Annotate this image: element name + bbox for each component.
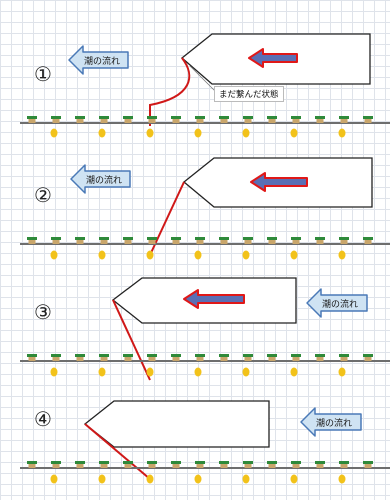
buoy-icon [195, 475, 202, 484]
step-panel-2: ② 潮の流れ [0, 125, 390, 250]
float-icon [27, 461, 37, 468]
float-icon [219, 461, 229, 468]
float-icon [27, 116, 37, 123]
float-icon [363, 354, 373, 361]
float-icon [27, 354, 37, 361]
net-line [20, 461, 390, 468]
step-panel-4: ④ 潮の流れ [0, 375, 390, 500]
float-icon [339, 461, 349, 468]
buoy-icon [339, 475, 346, 484]
callout-label: まだ繋んだ状態 [214, 86, 284, 102]
step-4-illustration [0, 375, 390, 500]
float-icon [99, 237, 109, 244]
tide-label: 潮の流れ [84, 54, 120, 67]
step-panel-3: ③ 潮の流れ [0, 250, 390, 375]
float-icon [315, 461, 325, 468]
step-3-illustration [0, 250, 390, 375]
float-icon [99, 116, 109, 123]
float-icon [147, 116, 157, 123]
float-icon [291, 116, 301, 123]
float-icon [147, 354, 157, 361]
buoy-icon [291, 475, 298, 484]
float-icon [195, 116, 205, 123]
float-icon [315, 116, 325, 123]
buoy-row [51, 475, 346, 484]
tide-label: 潮の流れ [316, 416, 352, 429]
float-icon [147, 237, 157, 244]
float-icon [219, 116, 229, 123]
float-icon [243, 116, 253, 123]
float-icon [315, 237, 325, 244]
float-icon [27, 237, 37, 244]
step-number: ② [34, 183, 52, 207]
float-icon [339, 354, 349, 361]
net-line [20, 354, 390, 361]
step-number: ① [34, 62, 52, 86]
buoy-icon [147, 475, 154, 484]
float-icon [123, 354, 133, 361]
float-icon [219, 237, 229, 244]
step-number: ④ [34, 407, 52, 431]
float-icon [123, 116, 133, 123]
float-icon [171, 354, 181, 361]
float-icon [195, 237, 205, 244]
buoy-icon [51, 475, 58, 484]
float-icon [75, 237, 85, 244]
anchor-rope [150, 58, 189, 126]
float-icon [51, 237, 61, 244]
float-icon [339, 237, 349, 244]
boat [85, 401, 269, 447]
buoy-icon [243, 475, 250, 484]
float-icon [51, 354, 61, 361]
float-icon [363, 116, 373, 123]
step-2-illustration [0, 125, 390, 250]
float-icon [75, 354, 85, 361]
float-icon [171, 461, 181, 468]
float-icon [363, 237, 373, 244]
float-icon [51, 461, 61, 468]
float-icon [267, 461, 277, 468]
float-icon [147, 461, 157, 468]
net-line [20, 116, 390, 123]
float-icon [243, 237, 253, 244]
float-icon [267, 354, 277, 361]
float-icon [339, 116, 349, 123]
float-icon [243, 354, 253, 361]
float-icon [99, 354, 109, 361]
float-icon [123, 237, 133, 244]
float-icon [75, 461, 85, 468]
float-icon [195, 461, 205, 468]
float-icon [219, 354, 229, 361]
float-icon [99, 461, 109, 468]
float-icon [171, 237, 181, 244]
step-1-illustration [0, 0, 390, 125]
float-icon [363, 461, 373, 468]
float-icon [123, 461, 133, 468]
step-number: ③ [34, 300, 52, 324]
tide-label: 潮の流れ [322, 297, 358, 310]
float-icon [75, 116, 85, 123]
float-icon [243, 461, 253, 468]
net-line [20, 237, 390, 244]
float-icon [267, 116, 277, 123]
float-icon [291, 354, 301, 361]
float-icon [51, 116, 61, 123]
float-icon [291, 461, 301, 468]
float-icon [267, 237, 277, 244]
step-panel-1: ① 潮の流れ まだ繋んだ状態 [0, 0, 390, 125]
tide-label: 潮の流れ [86, 173, 122, 186]
buoy-icon [99, 475, 106, 484]
float-icon [171, 116, 181, 123]
float-icon [195, 354, 205, 361]
float-icon [291, 237, 301, 244]
float-icon [315, 354, 325, 361]
